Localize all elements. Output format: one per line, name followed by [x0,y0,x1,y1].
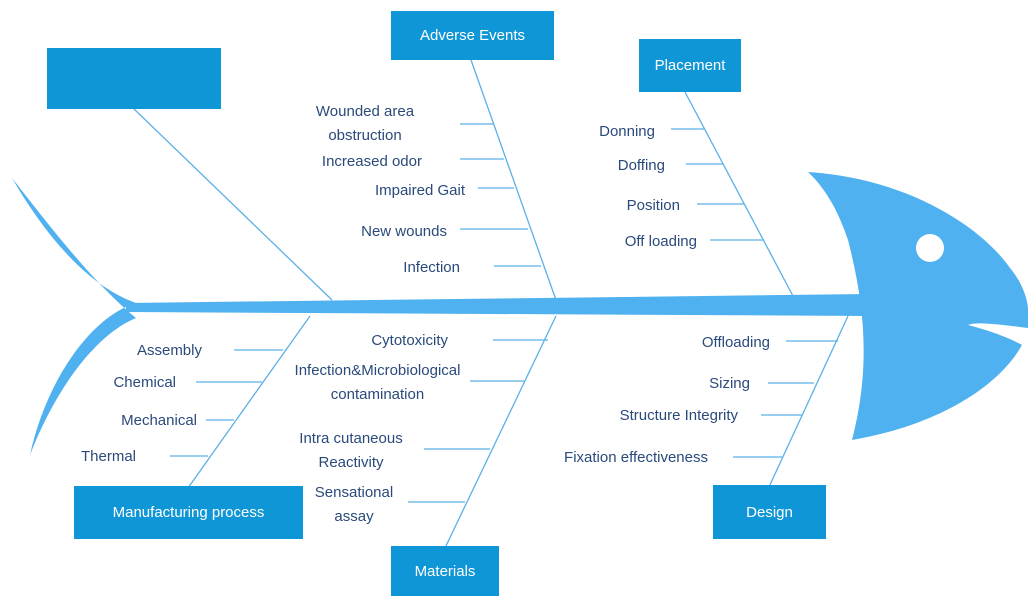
bone-design [768,315,849,488]
bone-problem-box [132,107,333,301]
bone-materials [444,315,557,549]
category-materials: Materials [391,546,499,596]
cause-label: Increased odor [321,153,422,170]
cause-label: Doffing [617,157,665,174]
cause-label: Impaired Gait [374,182,465,199]
fish-tail [12,178,136,455]
cause-label: Infection&Microbiological contamination [294,362,461,403]
category-design: Design [713,485,826,539]
fish-head [808,172,1028,440]
cause-label: Position [626,197,680,214]
cause-label: Infection [403,259,460,276]
bone-placement [684,91,794,297]
category-adverse-events: Adverse Events [391,11,554,60]
fish-eye [916,234,944,262]
bone-adverse-events [470,59,557,301]
cause-label: Cytotoxicity [371,332,448,349]
cause-label: Offloading [701,334,770,351]
problem-box [47,48,221,109]
cause-label: Thermal [80,448,136,465]
cause-label: Sizing [709,375,750,392]
cause-label: Structure Integrity [619,407,738,424]
cause-label: Sensational assay [314,484,394,525]
cause-label: Mechanical [121,412,197,429]
cause-label: New wounds [361,223,447,240]
cause-label: Intra cutaneous Reactivity [299,430,403,471]
category-placement: Placement [639,39,741,92]
cause-label: Assembly [136,342,202,359]
category-manufacturing-process: Manufacturing process [74,486,303,539]
fish-spine [126,294,868,316]
cause-label: Fixation effectiveness [564,449,708,466]
cause-label: Donning [599,123,655,140]
cause-label: Chemical [113,374,176,391]
bone-manufacturing-process [187,315,311,489]
cause-label: Wounded area obstruction [315,103,415,144]
cause-label: Off loading [624,233,697,250]
